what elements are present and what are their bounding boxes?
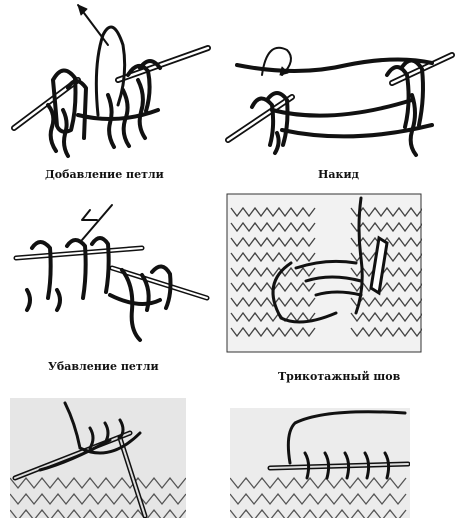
- illustration-decrease-loop: [12, 200, 210, 348]
- illustration-bottom-right: [230, 408, 410, 518]
- add-loop-drawing: [11, 4, 211, 158]
- knit-seam-drawing: [226, 193, 422, 353]
- caption-decrease-loop: Убавление петли: [48, 360, 159, 373]
- illustration-bottom-left: [10, 398, 186, 518]
- illustration-add-loop: [8, 0, 218, 165]
- illustration-yarn-over: [222, 35, 458, 165]
- bottom-right-drawing: [230, 408, 410, 518]
- caption-yarn-over: Накид: [318, 168, 359, 181]
- caption-add-loop: Добавление петли: [45, 168, 164, 181]
- bottom-left-drawing: [10, 398, 186, 518]
- yarn-over-drawing: [225, 46, 455, 157]
- illustration-knit-seam: [226, 193, 422, 353]
- decrease-loop-drawing: [13, 204, 210, 342]
- caption-knit-seam: Трикотажный шов: [278, 370, 401, 383]
